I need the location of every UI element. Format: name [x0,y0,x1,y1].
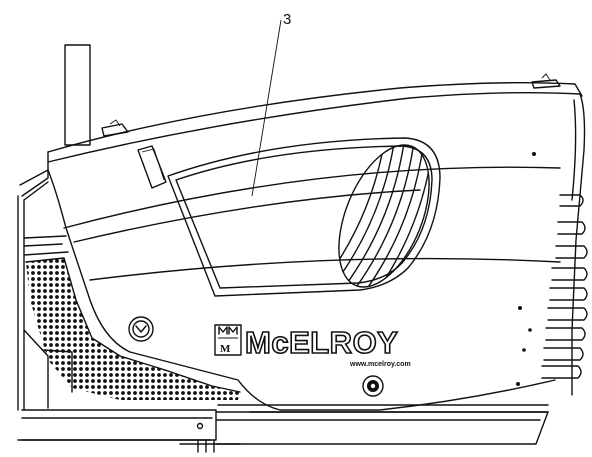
switch-knob-left [128,316,154,342]
logo-url: www.mcelroy.com [349,361,411,368]
callout-3: 3 [251,11,291,197]
logo-wordmark: McELROY [245,325,398,360]
logo-mark-letter: M [220,343,231,355]
handle-slot [137,145,167,189]
top-bracket-right [531,73,561,89]
logo-mark-icon [214,324,242,356]
top-bracket-left [101,119,129,137]
indicator-knob [362,375,384,397]
fastener-dots [516,152,536,386]
vertical-post [64,44,91,146]
window-panel [167,137,441,297]
heater-coils [541,194,588,379]
mcelroy-logo: M McELROY www.mcelroy.com [214,324,411,368]
base-rail [17,409,549,453]
ribbed-vent [325,132,443,300]
main-housing [47,81,586,413]
callout-number: 3 [283,11,291,28]
